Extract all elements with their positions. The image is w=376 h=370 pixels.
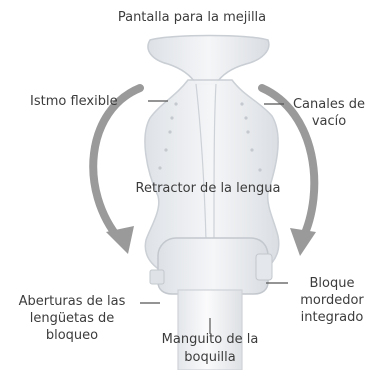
label-tongue-retractor: Retractor de la lengua bbox=[108, 180, 308, 197]
label-mouthpiece-sleeve: Manguito de la boquilla bbox=[150, 331, 270, 367]
cheek-shield bbox=[148, 36, 269, 85]
label-vacuum-channels: Canales de vacío bbox=[284, 96, 374, 130]
left-vacuum-arrow bbox=[93, 88, 140, 254]
label-locking-tab-openings: Aberturas de las lengüetas de bloqueo bbox=[6, 293, 138, 344]
locking-tab-opening bbox=[150, 270, 164, 284]
bite-block bbox=[158, 238, 268, 294]
label-integrated-bite-block: Bloque mordedor integrado bbox=[290, 275, 374, 326]
label-cheek-shield: Pantalla para la mejilla bbox=[92, 9, 292, 26]
bite-block-ridge bbox=[256, 254, 272, 280]
label-flexible-isthmus: Istmo flexible bbox=[30, 93, 146, 110]
